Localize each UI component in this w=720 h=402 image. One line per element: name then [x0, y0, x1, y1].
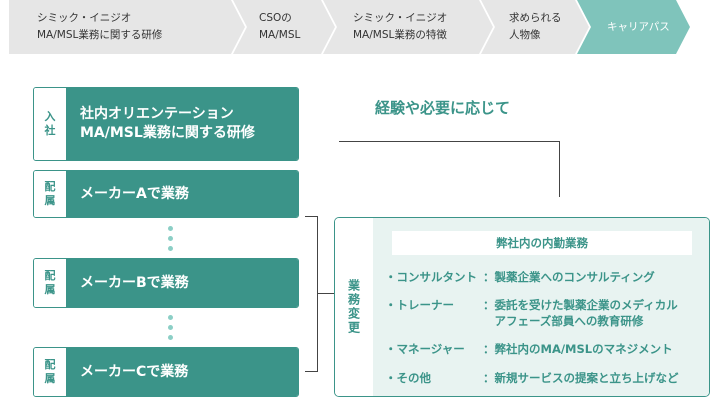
breadcrumb-label: キャリアパス: [607, 20, 670, 33]
stage-tag: 配 属: [34, 259, 66, 307]
role-description: ：弊社内のMA/MSLのマネジメント: [483, 342, 673, 356]
role-description: ：製薬企業へのコンサルティング: [483, 270, 655, 284]
dot: [168, 335, 173, 340]
stage-text: 社内オリエンテーション MA/MSL業務に関する研修: [66, 88, 298, 160]
role-description: ：新規サービスの提案と立ち上げなど: [483, 371, 679, 385]
dot: [168, 226, 173, 231]
stage-text: メーカーCで業務: [66, 348, 298, 396]
role-name: ・マネージャー: [385, 342, 465, 356]
dot: [168, 315, 173, 320]
role-name: ・トレーナー: [385, 298, 454, 312]
stage-onboarding: 入 社 社内オリエンテーション MA/MSL業務に関する研修: [33, 87, 299, 161]
panel-content: 弊社内の内勤業務 ・コンサルタント ：製薬企業へのコンサルティング ・トレーナー…: [373, 218, 709, 396]
dot: [168, 325, 173, 330]
breadcrumb-label: シミック・イニジオ MA/MSL業務に関する研修: [37, 12, 163, 41]
stage-maker-c: 配 属 メーカーCで業務: [33, 347, 299, 397]
stage-tag: 配 属: [34, 171, 66, 217]
breadcrumb-label: 求められる 人物像: [509, 12, 562, 41]
stage-tag: 入 社: [34, 88, 66, 160]
stage-text: メーカーAで業務: [66, 171, 298, 217]
breadcrumb-item-training[interactable]: シミック・イニジオ MA/MSL業務に関する研修: [9, 0, 245, 54]
stage-text: メーカーBで業務: [66, 259, 298, 307]
role-row: ・コンサルタント ：製薬企業へのコンサルティング: [385, 269, 655, 285]
breadcrumb-item-features[interactable]: シミック・イニジオ MA/MSL業務の特徴: [323, 0, 493, 54]
stage-maker-b: 配 属 メーカーBで業務: [33, 258, 299, 308]
role-row: ・その他 ：新規サービスの提案と立ち上げなど: [385, 370, 679, 386]
section-heading: 経験や必要に応じて: [375, 99, 511, 117]
role-row: ・トレーナー ：委託を受けた製薬企業のメディカル アフェーズ部員への教育研修: [385, 297, 678, 329]
breadcrumb-item-persona[interactable]: 求められる 人物像: [481, 0, 589, 54]
breadcrumb-item-cso[interactable]: CSOの MA/MSL: [233, 0, 335, 54]
stage-maker-a: 配 属 メーカーAで業務: [33, 170, 299, 218]
role-row: ・マネージャー ：弊社内のMA/MSLのマネジメント: [385, 341, 673, 357]
connector-line-top: [339, 141, 560, 197]
breadcrumb: シミック・イニジオ MA/MSL業務に関する研修 CSOの MA/MSL シミッ…: [9, 0, 690, 54]
stage-tag: 配 属: [34, 348, 66, 396]
role-description: ：委託を受けた製薬企業のメディカル アフェーズ部員への教育研修: [483, 298, 678, 328]
role-name: ・その他: [385, 371, 431, 385]
ellipsis-dots: [168, 315, 174, 345]
ellipsis-dots: [168, 226, 174, 256]
breadcrumb-item-career-path[interactable]: キャリアパス: [577, 0, 690, 54]
role-name: ・コンサルタント: [385, 270, 477, 284]
panel-title: 弊社内の内勤業務: [392, 231, 692, 255]
connector-line: [318, 293, 335, 294]
breadcrumb-label: シミック・イニジオ MA/MSL業務の特徴: [353, 12, 448, 41]
dot: [168, 236, 173, 241]
bracket-connector: [305, 216, 318, 372]
role-change-panel: 業務変更 弊社内の内勤業務 ・コンサルタント ：製薬企業へのコンサルティング ・…: [334, 217, 710, 397]
breadcrumb-label: CSOの MA/MSL: [259, 12, 301, 41]
dot: [168, 246, 173, 251]
panel-vertical-label: 業務変更: [335, 218, 373, 396]
